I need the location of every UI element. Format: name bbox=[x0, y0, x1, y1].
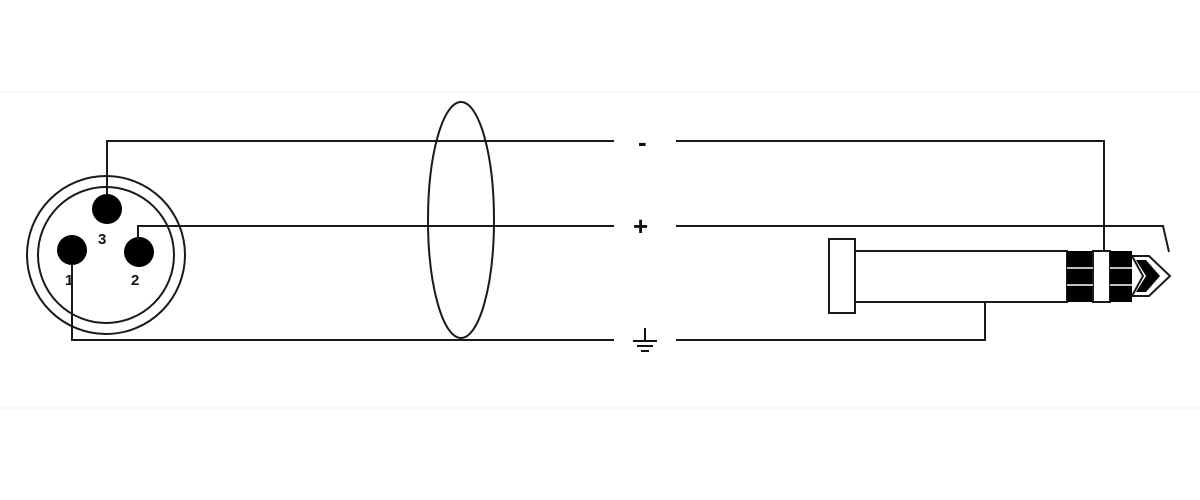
xlr-pin-label-1: 1 bbox=[65, 272, 73, 289]
conductor-label-minus: - bbox=[638, 127, 647, 157]
ground-icon bbox=[633, 328, 657, 352]
conductor-label-plus: + bbox=[633, 211, 648, 241]
wire-minus-right bbox=[676, 140, 1105, 252]
wire-ground-right bbox=[676, 302, 986, 341]
xlr-connector: 3 2 1 bbox=[26, 175, 186, 335]
jack-band-1 bbox=[1067, 251, 1093, 302]
jack-handle-flange bbox=[828, 238, 856, 314]
jack-band-2 bbox=[1110, 251, 1132, 302]
wire-ground-left bbox=[71, 265, 614, 341]
jack-sleeve bbox=[854, 250, 1068, 303]
jack-tip-inner bbox=[1136, 260, 1160, 292]
cable-shield-ellipse bbox=[427, 101, 495, 339]
wire-minus-left bbox=[106, 140, 614, 194]
xlr-pin-label-2: 2 bbox=[131, 272, 139, 289]
xlr-pin-2 bbox=[124, 237, 154, 267]
xlr-pin-1 bbox=[57, 235, 87, 265]
stereo-jack-plug bbox=[828, 238, 1172, 314]
jack-ring bbox=[1092, 250, 1111, 303]
wire-plus-right bbox=[676, 225, 1170, 253]
xlr-pin-label-3: 3 bbox=[98, 231, 106, 248]
wire-plus-left bbox=[137, 225, 614, 240]
xlr-pin-3 bbox=[92, 194, 122, 224]
